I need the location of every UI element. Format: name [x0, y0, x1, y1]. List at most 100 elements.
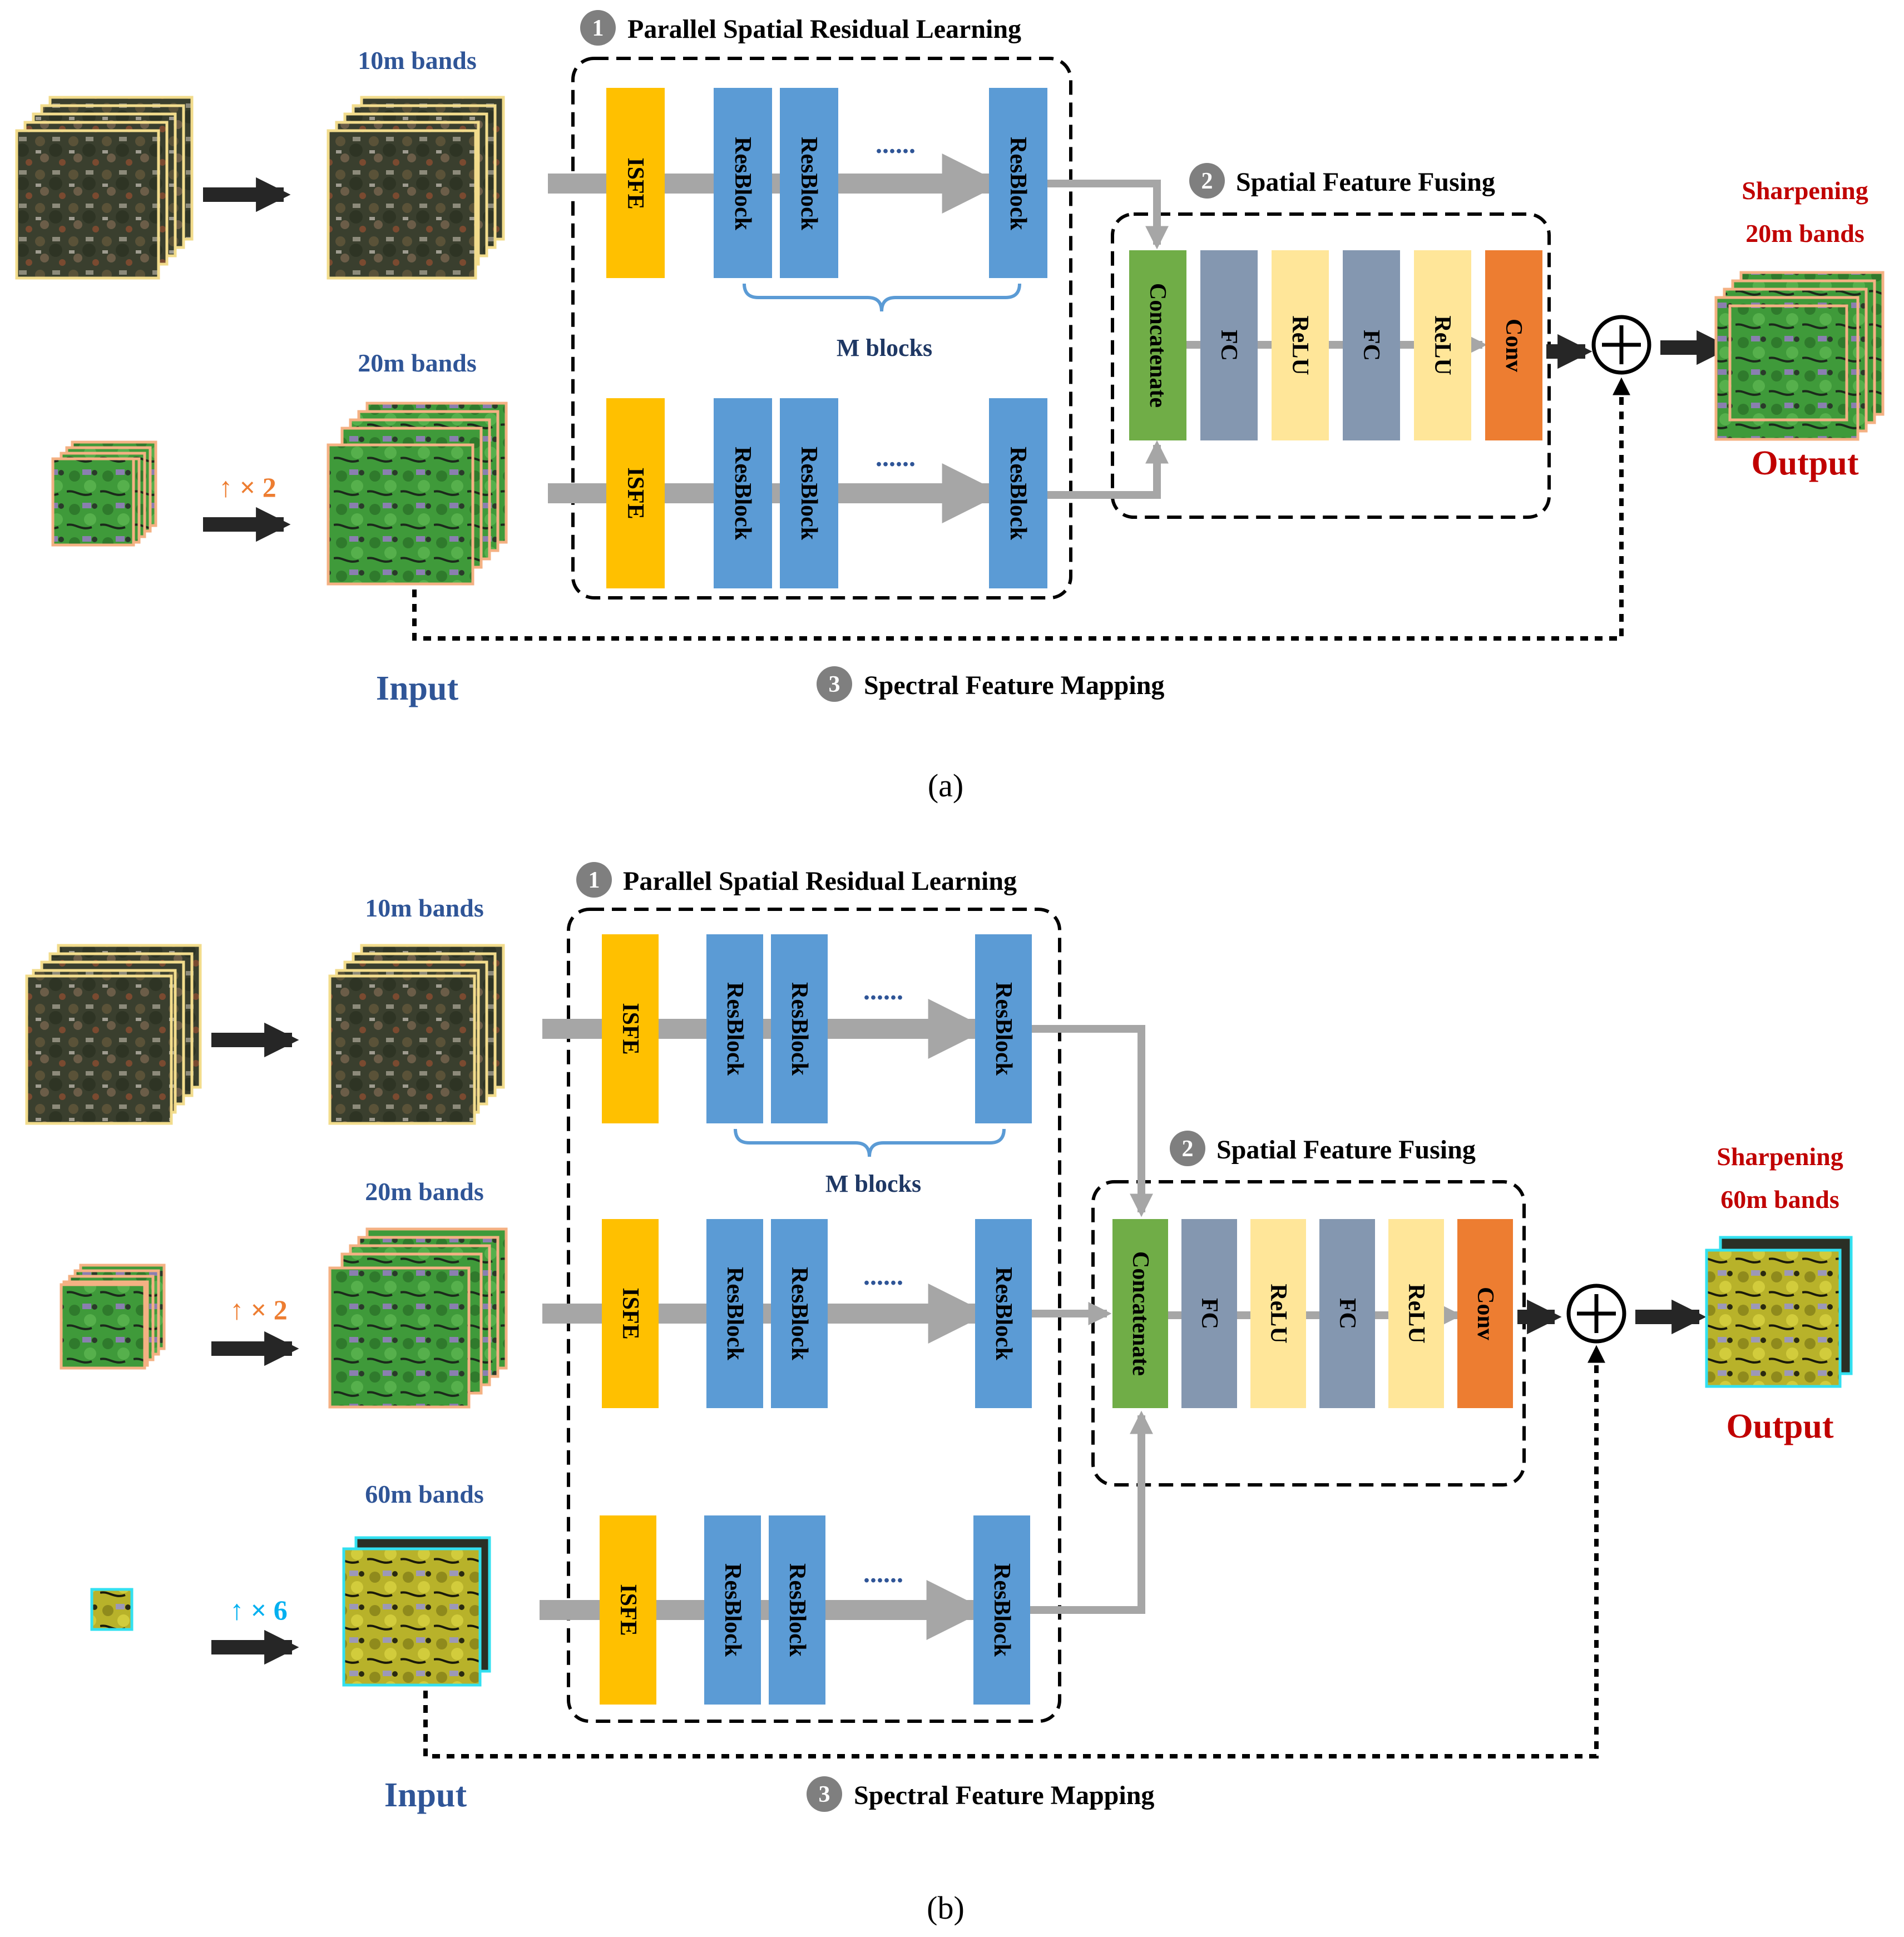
- resblock-label: ResBlock: [989, 1563, 1015, 1657]
- resblock-label: ResBlock: [722, 1267, 748, 1361]
- image-stack-10m: [328, 944, 505, 1125]
- image-stack-10m: [327, 96, 505, 280]
- resblock: [771, 934, 828, 1123]
- image-stack-10m-original: [15, 96, 194, 280]
- step-title: Spatial Feature Fusing: [1236, 167, 1495, 197]
- upsample-label-x2: ↑ × 2: [230, 1294, 288, 1325]
- ellipsis: ......: [863, 1261, 903, 1291]
- step-badge: [817, 666, 852, 702]
- concatenate-label: Concatenate: [1127, 1251, 1153, 1376]
- m-blocks-label: M blocks: [837, 334, 932, 361]
- resblock-label: ResBlock: [796, 447, 822, 541]
- m-blocks-brace: [743, 283, 1021, 312]
- relu-label: ReLU: [1265, 1284, 1291, 1343]
- fc-label: FC: [1334, 1298, 1360, 1329]
- resblock: [780, 398, 838, 588]
- resblock-label: ResBlock: [991, 982, 1016, 1076]
- ellipsis: ......: [876, 443, 916, 472]
- fc-label: FC: [1216, 330, 1242, 361]
- band-label-10m: 10m bands: [365, 894, 483, 922]
- conv-label: Conv: [1501, 319, 1526, 372]
- flow-connector: [1047, 180, 1169, 250]
- panel-a: 1 Parallel Spatial Residual Learning 2 S…: [15, 10, 1885, 804]
- concatenate-block: [1129, 250, 1186, 440]
- isfe-block: [602, 934, 659, 1123]
- relu-block: [1414, 250, 1471, 440]
- resblock: [780, 88, 838, 278]
- resblock-label: ResBlock: [730, 137, 755, 231]
- isfe-block: [602, 1219, 659, 1408]
- image-stack-output-60m: [1705, 1236, 1853, 1388]
- step-badge: [580, 10, 616, 46]
- fc-block: [1319, 1219, 1375, 1408]
- conv-block: [1457, 1219, 1513, 1408]
- band-label-60m: 60m bands: [365, 1480, 483, 1508]
- resblock: [989, 88, 1047, 278]
- flow-connector: [1032, 1025, 1153, 1217]
- resblock-label: ResBlock: [730, 447, 755, 541]
- band-label-10m: 10m bands: [358, 46, 476, 75]
- step-title: Spectral Feature Mapping: [864, 671, 1164, 700]
- relu-label: ReLU: [1403, 1284, 1429, 1343]
- concatenate-block: [1112, 1219, 1168, 1408]
- resblock: [989, 398, 1047, 588]
- resblock: [714, 398, 772, 588]
- output-label: Output: [1752, 444, 1859, 482]
- step-number: 1: [588, 868, 600, 893]
- ellipsis: ......: [863, 1559, 903, 1588]
- image-stack-20m: [328, 1227, 508, 1409]
- isfe-block: [606, 88, 665, 278]
- flow-connector: [1047, 440, 1169, 499]
- relu-block: [1388, 1219, 1444, 1408]
- image-stack-20m: [327, 402, 508, 586]
- feature-fusing-box: [1111, 212, 1551, 519]
- output-title: Sharpening: [1742, 176, 1868, 205]
- step-title: Parallel Spatial Residual Learning: [623, 866, 1017, 896]
- upsample-label-x2: ↑ × 2: [219, 472, 276, 503]
- resblock: [973, 1515, 1030, 1705]
- concatenate-label: Concatenate: [1145, 283, 1170, 408]
- step-title: Spatial Feature Fusing: [1216, 1135, 1476, 1165]
- input-label: Input: [384, 1776, 467, 1814]
- feature-fusing-box: [1091, 1180, 1526, 1487]
- add-icon: [1591, 315, 1651, 375]
- output-label: Output: [1727, 1408, 1834, 1445]
- resblock-label: ResBlock: [720, 1563, 745, 1657]
- isfe-block: [600, 1515, 656, 1705]
- image-stack-20m-original: [51, 440, 157, 547]
- step-number: 3: [829, 672, 840, 697]
- step-number: 2: [1201, 169, 1213, 194]
- panel-caption: (a): [928, 767, 963, 804]
- ellipsis: ......: [876, 130, 916, 159]
- relu-block: [1250, 1219, 1306, 1408]
- isfe-label: ISFE: [615, 1584, 641, 1636]
- image-stack-10m-original: [25, 944, 202, 1125]
- resblock: [704, 1515, 761, 1705]
- resblock-label: ResBlock: [991, 1267, 1016, 1361]
- isfe-label: ISFE: [622, 467, 648, 519]
- conv-label: Conv: [1472, 1287, 1498, 1340]
- relu-label: ReLU: [1287, 315, 1313, 375]
- fc-label: FC: [1358, 330, 1384, 361]
- step-number: 1: [592, 16, 604, 41]
- image-stack-20m-original: [60, 1264, 166, 1370]
- fc-block: [1181, 1219, 1237, 1408]
- isfe-label: ISFE: [622, 157, 648, 209]
- isfe-label: ISFE: [617, 1003, 643, 1054]
- resblock: [975, 1219, 1032, 1408]
- isfe-label: ISFE: [617, 1287, 643, 1339]
- resblock-label: ResBlock: [784, 1563, 810, 1657]
- resblock: [706, 934, 763, 1123]
- isfe-block: [606, 398, 665, 588]
- upsample-label-x6: ↑ × 6: [230, 1594, 288, 1626]
- step-badge: [576, 862, 612, 898]
- relu-label: ReLU: [1430, 315, 1455, 375]
- step-title: Spectral Feature Mapping: [854, 1781, 1154, 1810]
- resblock: [714, 88, 772, 278]
- input-label: Input: [376, 670, 459, 707]
- fc-label: FC: [1196, 1298, 1222, 1329]
- band-label-20m: 20m bands: [365, 1177, 483, 1206]
- residual-learning-box: [567, 908, 1061, 1723]
- output-title: 60m bands: [1720, 1185, 1839, 1213]
- resblock-label: ResBlock: [722, 982, 748, 1076]
